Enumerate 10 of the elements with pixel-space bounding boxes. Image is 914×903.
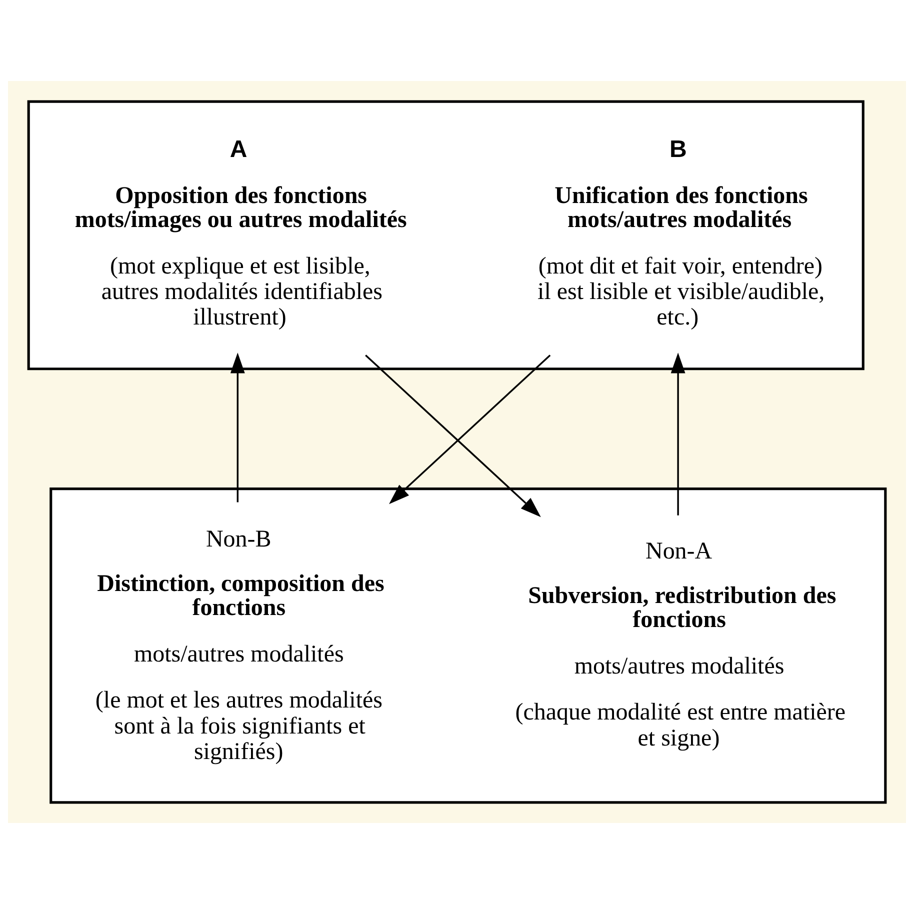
node-text: Non-B Distinction, composition des fonctions mots/autres modalités (le mot et les autres modalités sont à la fois signifiants et signifiés) xyxy=(95,526,384,765)
arrow xyxy=(365,354,541,517)
arrow xyxy=(389,354,551,504)
node-text: B Unification des fonctions mots/autres modalités (mot dit et fait voir, entendre) il est lisible et visible/audible, etc.) xyxy=(538,135,825,330)
cluster xyxy=(27,100,864,370)
cluster xyxy=(50,487,887,804)
node-text: Non-A Subversion, redistribution des fonctions mots/autres modalités (chaque modalité est entre matière et signe) xyxy=(515,538,846,751)
node-text: A Opposition des fonctions mots/images ou autres modalités (mot explique et est lisible, autres modalités identifiables illustrent) xyxy=(74,135,407,330)
arrow xyxy=(670,352,686,515)
arrow xyxy=(230,352,245,502)
